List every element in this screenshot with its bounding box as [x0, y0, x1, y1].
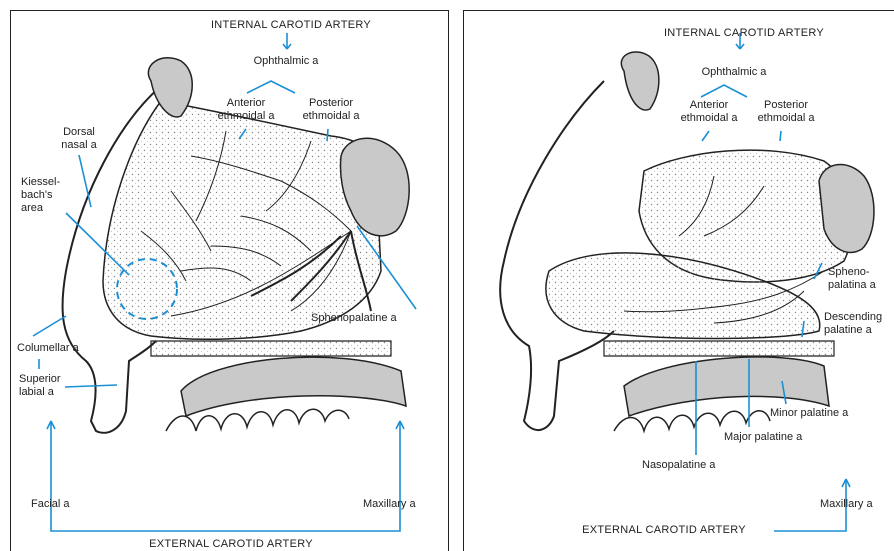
external-carotid-title: EXTERNAL CAROTID ARTERY	[121, 538, 341, 551]
internal-carotid-title: INTERNAL CAROTID ARTERY	[644, 27, 844, 40]
nasopalatine-label: Nasopalatine a	[642, 459, 715, 472]
lateral-wall-illustration	[11, 11, 448, 551]
oral-cavity	[181, 357, 406, 416]
hard-palate	[604, 341, 834, 356]
minor-palatine-label: Minor palatine a	[770, 407, 848, 420]
frontal-sinus	[148, 58, 192, 117]
maxillary-artery-label: Maxillary a	[363, 498, 416, 511]
sphenopalatine-label: Sphenopalatine a	[311, 312, 397, 325]
septum-panel: INTERNAL CAROTID ARTERY Ophthalmic a Ant…	[463, 10, 894, 551]
hard-palate	[151, 341, 391, 356]
major-palatine-label: Major palatine a	[724, 431, 802, 444]
maxillary-artery-label: Maxillary a	[820, 498, 873, 511]
external-carotid-title: EXTERNAL CAROTID ARTERY	[554, 524, 774, 537]
internal-carotid-title: INTERNAL CAROTID ARTERY	[191, 19, 391, 32]
facial-artery-label: Facial a	[31, 498, 70, 511]
frontal-sinus	[621, 52, 659, 110]
lateral-wall-panel: INTERNAL CAROTID ARTERY Ophthalmic a Ant…	[10, 10, 449, 551]
columellar-label: Columellar a	[17, 342, 79, 355]
sphenopalatine-label: Spheno-palatina a	[828, 266, 876, 292]
ophthalmic-label: Ophthalmic a	[231, 55, 341, 68]
ophthalmic-label: Ophthalmic a	[679, 66, 789, 79]
